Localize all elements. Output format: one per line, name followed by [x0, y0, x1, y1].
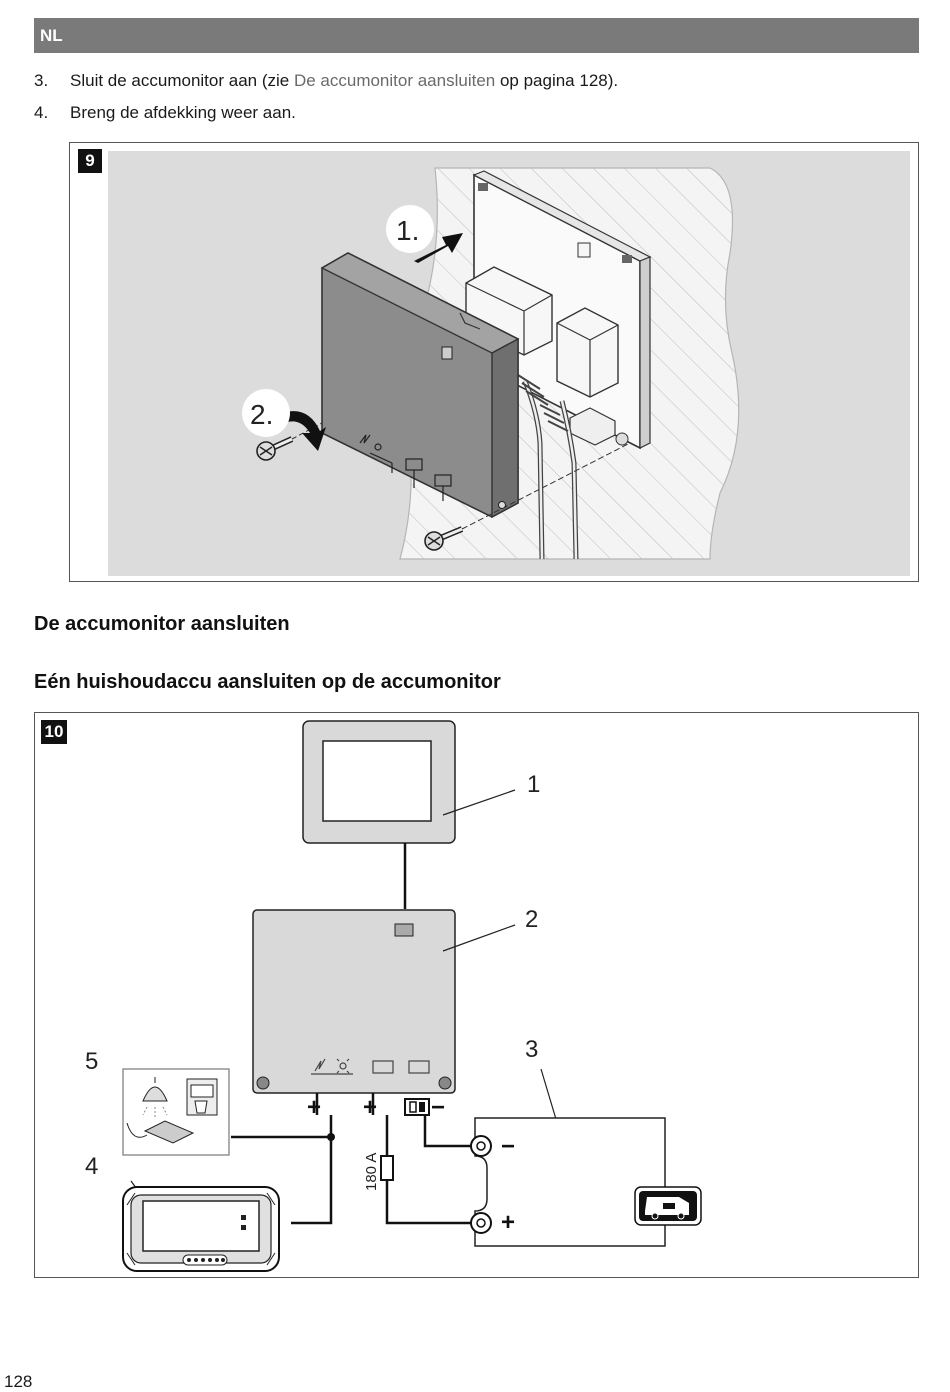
language-code: NL	[40, 26, 63, 45]
screw	[424, 526, 464, 551]
relay-block	[556, 307, 619, 398]
fuse	[380, 1155, 394, 1181]
figure-9: 9	[69, 142, 919, 582]
consumer-plus-sign: +	[307, 1094, 321, 1121]
shunt-connector	[404, 1098, 430, 1116]
control-panel	[122, 1186, 280, 1272]
callout-4: 4	[85, 1153, 98, 1180]
callout-5: 5	[85, 1048, 98, 1075]
step-2-badge	[242, 389, 290, 437]
figure-badge: 10	[41, 720, 67, 744]
step-4: 4. Breng de afdekking weer aan.	[34, 103, 296, 123]
page-number: 128	[4, 1372, 33, 1391]
step-number: 3.	[34, 71, 49, 90]
screw	[256, 436, 294, 461]
subsection-heading: Eén huishoudaccu aansluiten op de accumo…	[34, 671, 501, 693]
battery: − +	[470, 1117, 702, 1247]
battery-plus-terminal: +	[501, 1209, 515, 1236]
step-1-label: 1.	[396, 215, 419, 246]
step-3: 3. Sluit de accumonitor aan (zie De accum…	[34, 71, 618, 91]
wiring-diagram: 1 2 3 4 5 + + − 180 A	[85, 720, 702, 1272]
step-2-label: 2.	[250, 399, 273, 430]
battery-minus-terminal: −	[501, 1133, 515, 1160]
section-heading: De accumonitor aansluiten	[34, 613, 290, 635]
language-header-bar: NL	[34, 18, 919, 53]
step-text: Breng de afdekking weer aan.	[70, 103, 296, 122]
callout-1: 1	[527, 771, 540, 798]
figure-badge: 9	[78, 149, 102, 173]
lamp-icon	[142, 1086, 168, 1102]
step-text: op pagina 128).	[495, 71, 619, 90]
step-1-badge	[386, 205, 434, 253]
accumonitor-unit	[252, 909, 456, 1094]
battery-plus-sign: +	[363, 1094, 377, 1121]
consumers-group	[122, 1068, 230, 1156]
rotate-arrow	[282, 411, 326, 451]
figure-10: 10 1 2 3	[34, 712, 919, 1278]
step-number: 4.	[34, 103, 49, 122]
callout-2: 2	[525, 906, 538, 933]
step-text: Sluit de accumonitor aan (zie	[70, 71, 294, 90]
fuse-rating: 180 A	[363, 1153, 380, 1191]
callout-3: 3	[525, 1036, 538, 1063]
mounting-illustration: 1. 2.	[108, 151, 910, 576]
push-arrow	[414, 233, 463, 263]
battery-minus-sign: −	[431, 1094, 445, 1121]
cross-reference-link[interactable]: De accumonitor aansluiten	[293, 71, 496, 90]
display-unit	[302, 720, 456, 844]
